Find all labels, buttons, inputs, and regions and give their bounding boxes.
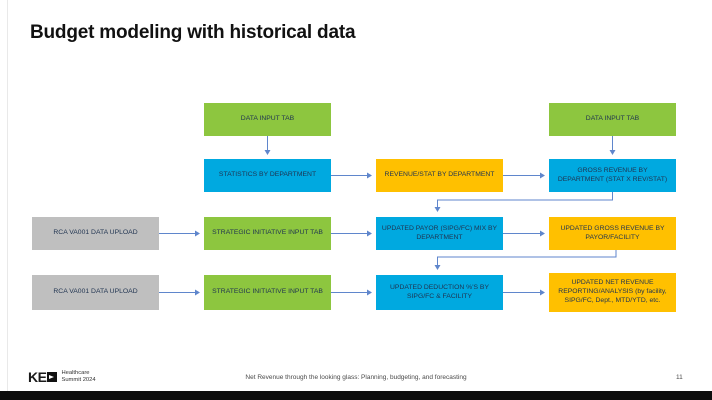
flow-box-label: STRATEGIC INITIATIVE INPUT TAB [212,229,323,237]
flow-box-label: RCA VA001 DATA UPLOAD [53,229,138,237]
arrow-grossrevenue-to-payormix [434,192,613,212]
bottom-black-bar [0,391,712,400]
flow-box-gross-revenue-by-department: GROSS REVENUE BY DEPARTMENT (STAT X REV/… [549,159,676,192]
footer-caption: Net Revenue through the looking glass: P… [245,374,467,381]
slide-left-edge [7,0,8,391]
flow-box-label: REVENUE/STAT BY DEPARTMENT [384,171,495,179]
ke-logo-text: KE [28,369,58,385]
event-logo-line1: Healthcare [61,370,90,377]
ke-logo-icon [47,372,58,382]
flow-box-label: GROSS REVENUE BY DEPARTMENT (STAT X REV/… [557,166,668,183]
flow-box-label: STATISTICS BY DEPARTMENT [218,171,317,179]
flow-box-strategic-initiative-1: STRATEGIC INITIATIVE INPUT TAB [204,217,331,250]
flow-box-revenue-stat-by-department: REVENUE/STAT BY DEPARTMENT [376,159,503,192]
flow-box-updated-gross-revenue: UPDATED GROSS REVENUE BY PAYOR/FACILITY [549,217,676,250]
flow-box-label: UPDATED NET REVENUE REPORTING/ANALYSIS (… [558,279,667,304]
flow-box-label: UPDATED DEDUCTION %'S BY SIPG/FC & FACIL… [390,283,489,300]
flow-box-label: DATA INPUT TAB [585,115,640,123]
event-logo-line2: Summit 2024 [61,377,96,383]
flow-box-updated-net-revenue: UPDATED NET REVENUE REPORTING/ANALYSIS (… [549,273,676,312]
flow-box-label: RCA VA001 DATA UPLOAD [53,288,138,296]
flow-box-label: UPDATED GROSS REVENUE BY PAYOR/FACILITY [560,224,665,241]
flow-box-label: UPDATED PAYOR (SIPG/FC) MIX BY DEPARTMEN… [381,224,498,241]
flow-box-strategic-initiative-2: STRATEGIC INITIATIVE INPUT TAB [204,275,331,310]
flow-box-updated-payor-mix: UPDATED PAYOR (SIPG/FC) MIX BY DEPARTMEN… [376,217,503,250]
flow-box-data-input-tab-right: DATA INPUT TAB [549,103,676,136]
flow-box-rca-data-upload-1: RCA VA001 DATA UPLOAD [32,217,159,250]
flow-box-rca-data-upload-2: RCA VA001 DATA UPLOAD [32,275,159,310]
slide-title: Budget modeling with historical data [30,22,356,43]
flow-box-statistics-by-department: STATISTICS BY DEPARTMENT [204,159,331,192]
flow-box-label: STRATEGIC INITIATIVE INPUT TAB [212,288,323,296]
ke-logo-letters: KE [28,369,47,385]
flow-box-data-input-tab-left: DATA INPUT TAB [204,103,331,136]
event-logo-lines: Healthcare Summit 2024 [61,370,95,383]
arrow-updatedgross-to-deduction [434,250,617,270]
page-number: 11 [676,374,683,381]
flow-box-label: DATA INPUT TAB [240,115,295,123]
flow-box-updated-deduction: UPDATED DEDUCTION %'S BY SIPG/FC & FACIL… [376,275,503,310]
event-logo: KE Healthcare Summit 2024 [28,369,96,385]
